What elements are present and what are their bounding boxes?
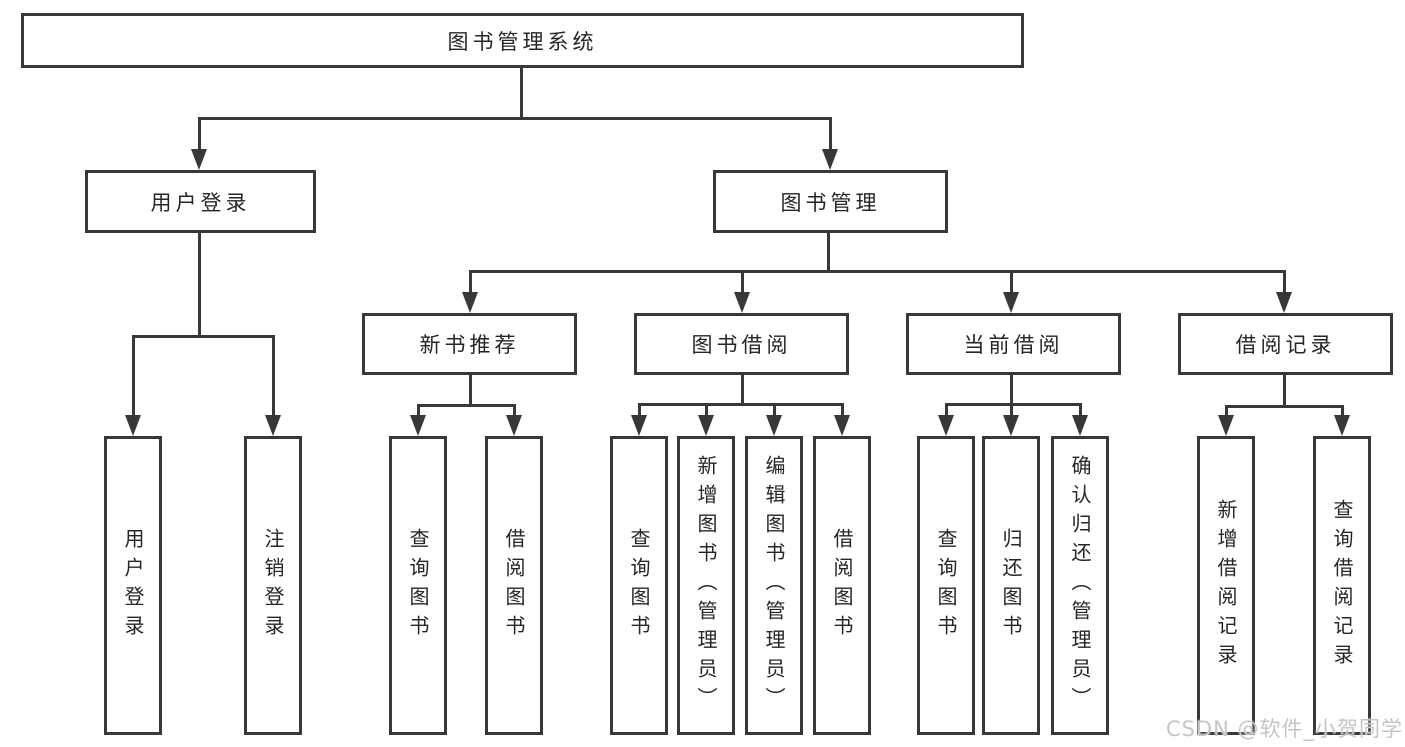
arrow-down-icon (410, 415, 426, 436)
arrow-down-icon (506, 415, 522, 436)
connector-hline (469, 270, 1285, 273)
node-new-book-recommend: 新书推荐 (362, 313, 577, 375)
leaf-borrow-book: 借阅图书 (813, 436, 871, 735)
connector-vline (198, 233, 201, 336)
leaf-confirm-return-admin: 确认归还（管理员） (1051, 436, 1109, 735)
node-borrow-records: 借阅记录 (1178, 313, 1393, 375)
arrow-down-icon (734, 292, 750, 313)
watermark-text: CSDN @软件_小贺同学 (1165, 717, 1403, 741)
connector-vline (1341, 405, 1344, 418)
connector-vline (520, 68, 523, 118)
leaf-return-book: 归还图书 (982, 436, 1040, 735)
connector-vline (741, 270, 744, 295)
node-book-management: 图书管理 (713, 170, 948, 233)
connector-hline (417, 404, 515, 407)
connector-vline (1283, 375, 1286, 406)
connector-hline (638, 403, 843, 406)
arrow-down-icon (191, 149, 207, 170)
connector-vline (1010, 375, 1013, 404)
node-library-management-system: 图书管理系统 (21, 13, 1024, 68)
arrow-down-icon (265, 415, 281, 436)
leaf-query-book-current: 查询图书 (917, 436, 975, 735)
connector-hline (132, 335, 274, 338)
connector-vline (841, 403, 844, 418)
connector-vline (741, 375, 744, 404)
connector-vline (272, 335, 275, 418)
connector-vline (469, 375, 472, 405)
connector-vline (417, 404, 420, 418)
leaf-add-book-admin: 新增图书（管理员） (677, 436, 735, 735)
leaf-query-book: 查询图书 (610, 436, 668, 735)
node-current-borrowing: 当前借阅 (906, 313, 1121, 375)
leaf-query-book-recommend: 查询图书 (389, 436, 447, 735)
connector-vline (638, 403, 641, 418)
connector-hline (1225, 405, 1343, 408)
connector-vline (1225, 405, 1228, 418)
connector-vline (773, 403, 776, 418)
arrow-down-icon (631, 415, 647, 436)
arrow-down-icon (938, 415, 954, 436)
connector-vline (1010, 270, 1013, 295)
arrow-down-icon (125, 415, 141, 436)
leaf-add-borrow-record: 新增借阅记录 (1197, 436, 1255, 735)
arrow-down-icon (462, 292, 478, 313)
arrow-down-icon (1072, 415, 1088, 436)
arrow-down-icon (766, 415, 782, 436)
arrow-down-icon (1003, 292, 1019, 313)
connector-vline (513, 404, 516, 418)
leaf-edit-book-admin: 编辑图书（管理员） (745, 436, 803, 735)
connector-vline (1079, 403, 1082, 418)
leaf-query-borrow-record: 查询借阅记录 (1313, 436, 1371, 735)
node-book-borrowing: 图书借阅 (634, 313, 849, 375)
leaf-user-login: 用户登录 (104, 436, 162, 735)
connector-hline (198, 117, 832, 120)
connector-vline (945, 403, 948, 418)
connector-vline (132, 335, 135, 418)
arrow-down-icon (834, 415, 850, 436)
arrow-down-icon (1218, 415, 1234, 436)
arrow-down-icon (698, 415, 714, 436)
arrow-down-icon (1334, 415, 1350, 436)
leaf-logout: 注销登录 (244, 436, 302, 735)
leaf-borrow-book-recommend: 借阅图书 (485, 436, 543, 735)
connector-vline (705, 403, 708, 418)
connector-vline (829, 117, 832, 153)
connector-hline (945, 403, 1081, 406)
arrow-down-icon (1003, 415, 1019, 436)
connector-vline (1010, 403, 1013, 418)
connector-vline (198, 117, 201, 153)
connector-vline (827, 233, 830, 271)
arrow-down-icon (822, 149, 838, 170)
node-user-login: 用户登录 (85, 170, 316, 233)
connector-vline (1283, 270, 1286, 295)
arrow-down-icon (1276, 292, 1292, 313)
connector-vline (469, 270, 472, 295)
